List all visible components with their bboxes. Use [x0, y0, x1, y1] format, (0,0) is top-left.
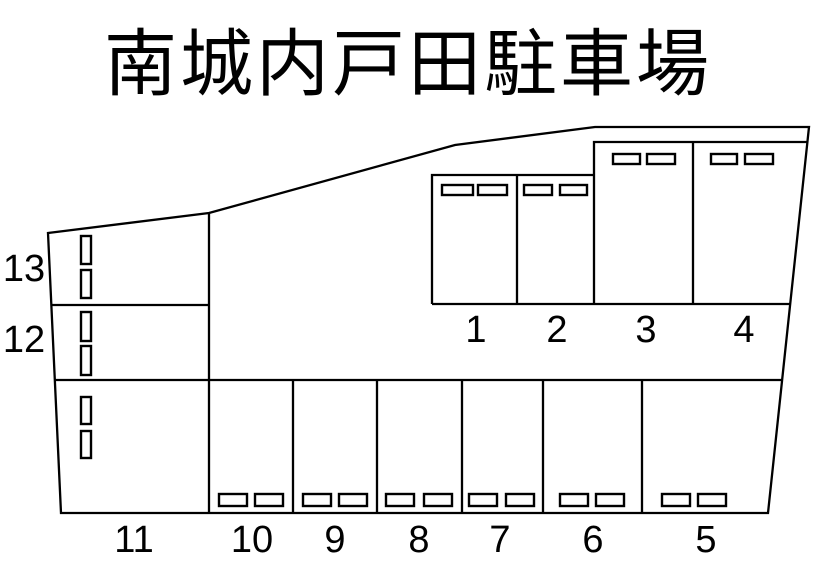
wheel-stop-icon	[79, 395, 93, 426]
wheel-stop-icon	[79, 310, 93, 343]
wheel-stop-icon	[440, 183, 475, 197]
wheel-stop-icon	[594, 492, 626, 508]
wheel-stops-space-1	[440, 183, 509, 197]
wheel-stop-icon	[384, 492, 416, 508]
wheel-stops-space-2	[522, 183, 589, 197]
space-label-2: 2	[546, 309, 567, 351]
wheel-stop-icon	[79, 344, 93, 377]
space-label-10: 10	[231, 519, 273, 561]
wheel-stops-space-13	[79, 234, 93, 300]
wheel-stop-icon	[709, 152, 739, 166]
wheel-stop-icon	[253, 492, 285, 508]
wheel-stop-icon	[476, 183, 509, 197]
wheel-stop-icon	[422, 492, 454, 508]
wheel-stop-icon	[558, 183, 589, 197]
wheel-stops-space-4	[709, 152, 775, 166]
spaces-3-4-outline	[592, 140, 807, 304]
wheel-stop-icon	[504, 492, 536, 508]
space-label-13: 13	[3, 248, 45, 290]
wheel-stop-icon	[558, 492, 590, 508]
wheel-stops-space-12	[79, 310, 93, 377]
wheel-stop-icon	[79, 429, 93, 460]
wheel-stop-icon	[79, 234, 93, 266]
space-label-11: 11	[114, 519, 153, 561]
wheel-stop-icon	[467, 492, 499, 508]
wheel-stops-space-9	[301, 492, 369, 508]
space-label-1: 1	[465, 309, 486, 351]
wheel-stop-icon	[611, 152, 642, 166]
wheel-stops-space-5	[660, 492, 728, 508]
wheel-stops-space-3	[611, 152, 677, 166]
wheel-stop-icon	[79, 268, 93, 300]
wheel-stop-icon	[337, 492, 369, 508]
space-label-6: 6	[582, 519, 603, 561]
space-labels: 1 2 3 4 5 6 7 8 9 10 11 12 13	[3, 248, 755, 561]
wheel-stops-space-6	[558, 492, 626, 508]
wheel-stops-space-7	[467, 492, 536, 508]
wheel-stop-icon	[217, 492, 249, 508]
space-label-7: 7	[489, 519, 510, 561]
space-label-5: 5	[695, 519, 716, 561]
space-label-3: 3	[635, 309, 656, 351]
spaces-1-2-outline	[430, 173, 594, 304]
wheel-stop-icon	[522, 183, 554, 197]
wheel-stops-space-11	[79, 395, 93, 460]
space-label-12: 12	[3, 319, 45, 361]
wheel-stop-icon	[645, 152, 677, 166]
wheel-stop-icon	[696, 492, 728, 508]
wheel-stops-space-10	[217, 492, 285, 508]
wheel-stop-icon	[660, 492, 692, 508]
wheel-stop-icon	[743, 152, 775, 166]
space-label-8: 8	[408, 519, 429, 561]
space-label-9: 9	[324, 519, 345, 561]
space-label-4: 4	[733, 309, 754, 351]
wheel-stops-space-8	[384, 492, 454, 508]
wheel-stop-icon	[301, 492, 333, 508]
lot-outer-boundary	[46, 125, 811, 515]
page-title: 南城内戸田駐車場	[104, 24, 712, 105]
